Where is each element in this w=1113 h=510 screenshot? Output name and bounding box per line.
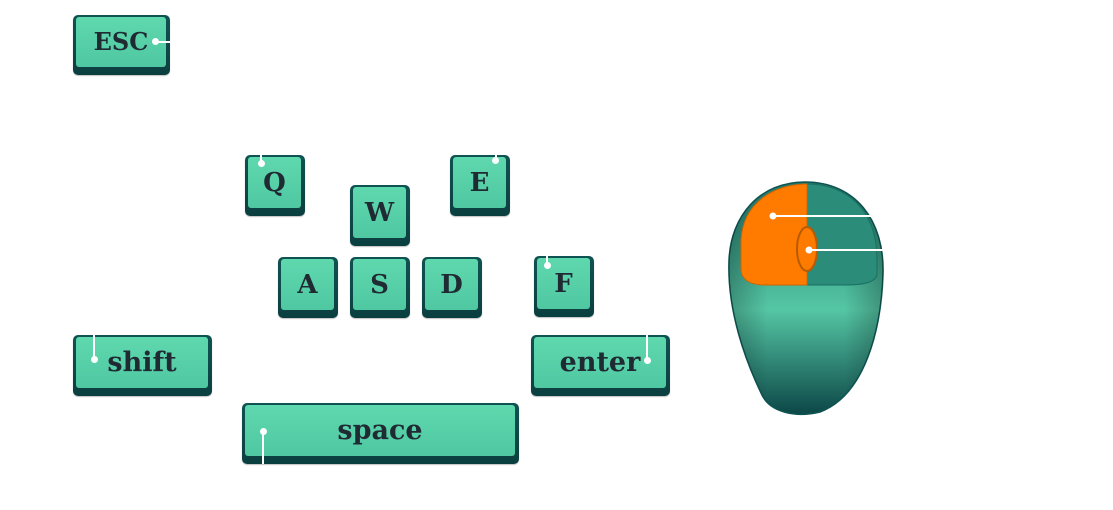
shift-leader-line bbox=[93, 335, 95, 359]
key-esc: ESC bbox=[73, 15, 170, 75]
key-enter-label: enter bbox=[534, 337, 666, 388]
shift-leader-dot bbox=[91, 356, 98, 363]
esc-leader-dot bbox=[152, 38, 159, 45]
left-button-leader-dot bbox=[769, 212, 777, 220]
key-e-label: E bbox=[453, 157, 506, 208]
key-e: E bbox=[450, 155, 510, 216]
key-enter: enter bbox=[531, 335, 670, 396]
key-esc-label: ESC bbox=[76, 17, 166, 67]
key-f-label: F bbox=[537, 258, 590, 309]
mouse-right-button bbox=[806, 183, 878, 286]
key-space-label: space bbox=[245, 405, 515, 456]
esc-leader-line bbox=[155, 41, 170, 43]
mouse-diagram bbox=[728, 181, 885, 415]
key-d: D bbox=[422, 257, 482, 318]
key-w: W bbox=[350, 185, 410, 246]
key-a: A bbox=[278, 257, 338, 318]
f-leader-line bbox=[546, 256, 548, 266]
key-d-label: D bbox=[425, 259, 478, 310]
key-shift: shift bbox=[73, 335, 212, 396]
enter-leader-dot bbox=[644, 357, 651, 364]
key-shift-label: shift bbox=[76, 337, 208, 388]
key-s: S bbox=[350, 257, 410, 318]
space-leader-line bbox=[262, 431, 264, 464]
scroll-wheel-leader-dot bbox=[805, 246, 813, 254]
q-leader-line bbox=[260, 155, 262, 163]
key-w-label: W bbox=[353, 187, 406, 238]
f-leader-dot bbox=[544, 262, 551, 269]
q-leader-dot bbox=[258, 160, 265, 167]
key-s-label: S bbox=[353, 259, 406, 310]
enter-leader-line bbox=[646, 335, 648, 361]
key-q: Q bbox=[245, 155, 305, 216]
key-a-label: A bbox=[281, 259, 334, 310]
e-leader-dot bbox=[492, 157, 499, 164]
key-q-label: Q bbox=[248, 157, 301, 208]
key-space: space bbox=[242, 403, 519, 464]
mouse-left-button bbox=[740, 183, 808, 286]
key-f: F bbox=[534, 256, 594, 317]
